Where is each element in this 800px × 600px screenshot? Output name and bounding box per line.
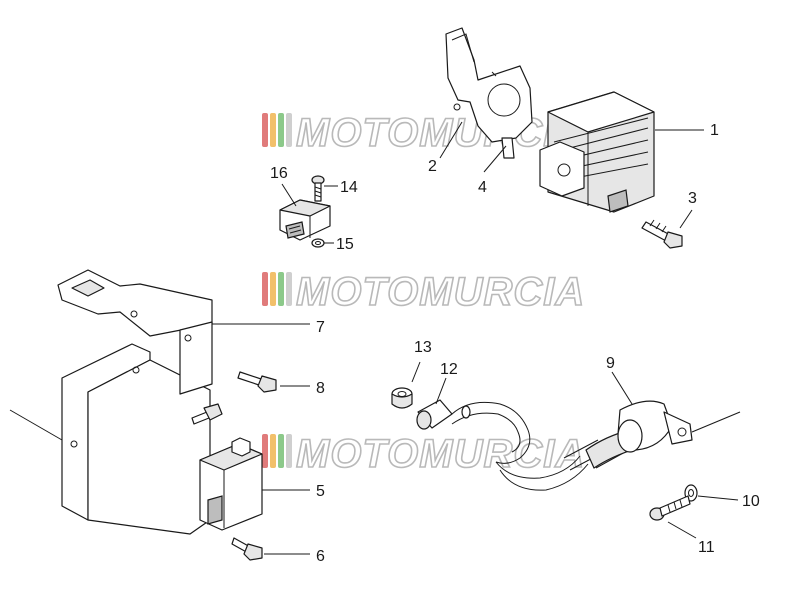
spark-plug-suppressor <box>563 400 741 471</box>
regulator-bracket <box>445 27 533 159</box>
callout-12: 12 <box>440 361 458 378</box>
callout-labels: 1 2 3 4 5 6 7 8 9 10 11 12 13 14 15 16 <box>270 122 760 565</box>
watermark-bottom: MOTOMURCIA <box>262 431 585 477</box>
callout-8: 8 <box>316 380 325 397</box>
callout-1: 1 <box>710 122 719 139</box>
watermark-middle: MOTOMURCIA <box>262 269 585 315</box>
callout-16: 16 <box>270 165 288 182</box>
watermark-stripe <box>270 434 276 468</box>
watermark-stripe <box>278 113 284 147</box>
spark-plug-cap <box>416 399 589 491</box>
suppressor-screw <box>649 495 691 521</box>
ignition-coil <box>199 437 263 531</box>
main-mounting-bracket <box>9 269 213 535</box>
watermark-stripe <box>286 434 292 468</box>
callout-4: 4 <box>478 179 487 196</box>
watermark-stripe <box>262 434 268 468</box>
watermark-stripe <box>278 272 284 306</box>
relay-screw <box>311 175 325 202</box>
coil-bolt <box>231 537 263 561</box>
callout-3: 3 <box>688 190 697 207</box>
callout-14: 14 <box>340 179 358 196</box>
watermark-logo-stripes <box>262 113 292 147</box>
watermark-logo-stripes <box>262 272 292 306</box>
spark-plug-bushing <box>391 387 413 409</box>
callout-11: 11 <box>698 539 715 556</box>
callout-5: 5 <box>316 483 325 500</box>
watermark-stripe <box>286 272 292 306</box>
bracket-bolt-lower <box>191 403 223 425</box>
watermark-logo-stripes <box>262 434 292 468</box>
watermark-stripe <box>262 272 268 306</box>
watermark-text: MOTOMURCIA <box>296 432 585 476</box>
watermark-stripe <box>286 113 292 147</box>
watermark-stripe <box>270 113 276 147</box>
watermark-top: MOTOMURCIA <box>262 110 585 156</box>
watermark-stripe <box>262 113 268 147</box>
callout-10: 10 <box>742 493 760 510</box>
callout-9: 9 <box>606 355 615 372</box>
callout-15: 15 <box>336 236 354 253</box>
callout-13: 13 <box>414 339 432 356</box>
bracket-bolt-upper <box>237 371 277 393</box>
watermark-text: MOTOMURCIA <box>296 111 585 155</box>
regulator-bolt <box>641 219 683 249</box>
callout-7: 7 <box>316 319 325 336</box>
relay-washer <box>311 238 325 248</box>
leader-lines <box>212 121 739 555</box>
relay <box>279 199 331 241</box>
watermark-text: MOTOMURCIA <box>296 270 585 314</box>
callout-2: 2 <box>428 158 437 175</box>
watermark-stripe <box>270 272 276 306</box>
watermark-stripe <box>278 434 284 468</box>
voltage-regulator <box>539 91 655 213</box>
callout-6: 6 <box>316 548 325 565</box>
